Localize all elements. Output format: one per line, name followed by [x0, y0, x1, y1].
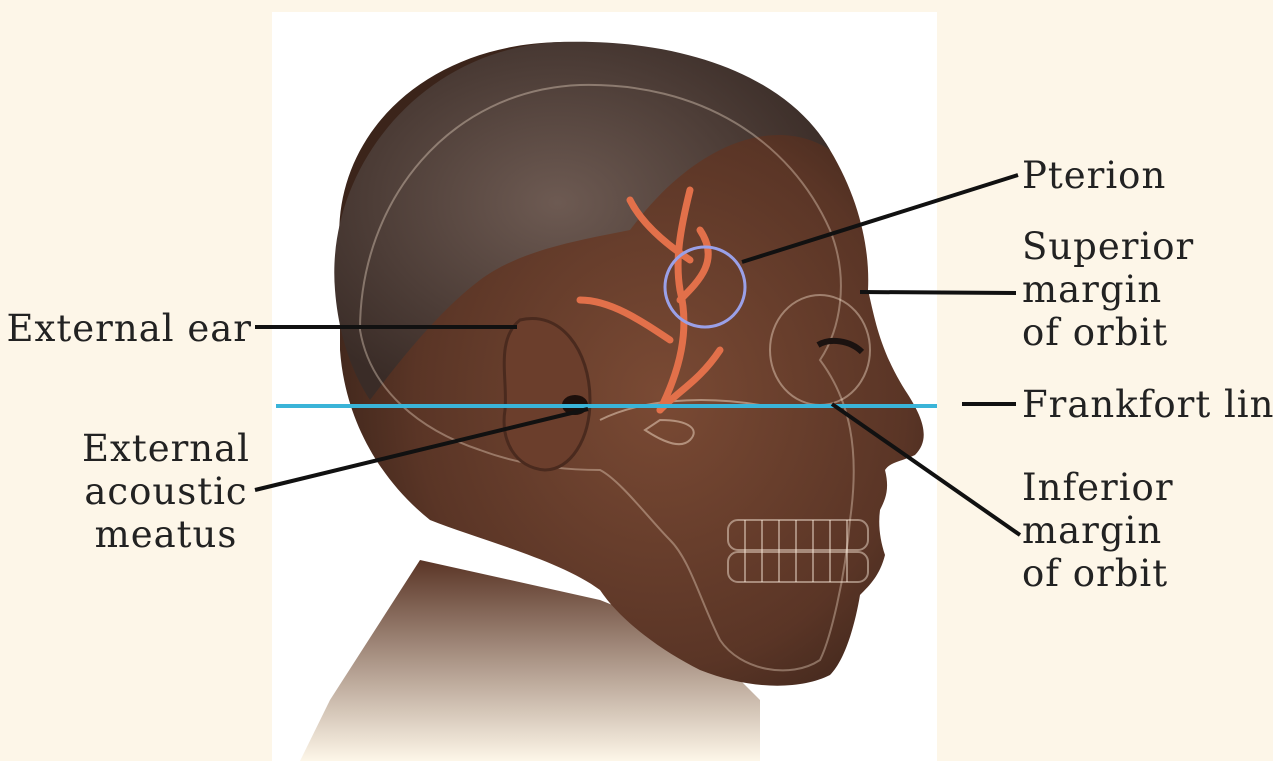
label-frankfort-text: Frankfort line: [1022, 383, 1273, 426]
label-external-acoustic-meatus: External acoustic meatus: [76, 427, 256, 556]
label-pterion: Pterion: [1022, 154, 1166, 197]
label-superior-line-1: Superior: [1022, 225, 1194, 268]
label-frankfort-line: Frankfort line: [1022, 383, 1273, 426]
label-inferior-line-1: Inferior: [1022, 466, 1174, 509]
label-meatus-line-1: External: [76, 427, 256, 470]
label-inferior-line-3: of orbit: [1022, 552, 1174, 595]
label-external-ear-text: External ear: [0, 307, 252, 350]
label-pterion-text: Pterion: [1022, 154, 1166, 197]
leader-superior-margin: [860, 292, 1016, 293]
label-external-ear: External ear: [0, 307, 252, 350]
label-superior-margin: Superior margin of orbit: [1022, 225, 1194, 354]
label-inferior-line-2: margin: [1022, 509, 1174, 552]
label-meatus-line-2: acoustic: [76, 470, 256, 513]
label-superior-line-3: of orbit: [1022, 311, 1194, 354]
label-superior-line-2: margin: [1022, 268, 1194, 311]
label-meatus-line-3: meatus: [76, 513, 256, 556]
label-inferior-margin: Inferior margin of orbit: [1022, 466, 1174, 595]
